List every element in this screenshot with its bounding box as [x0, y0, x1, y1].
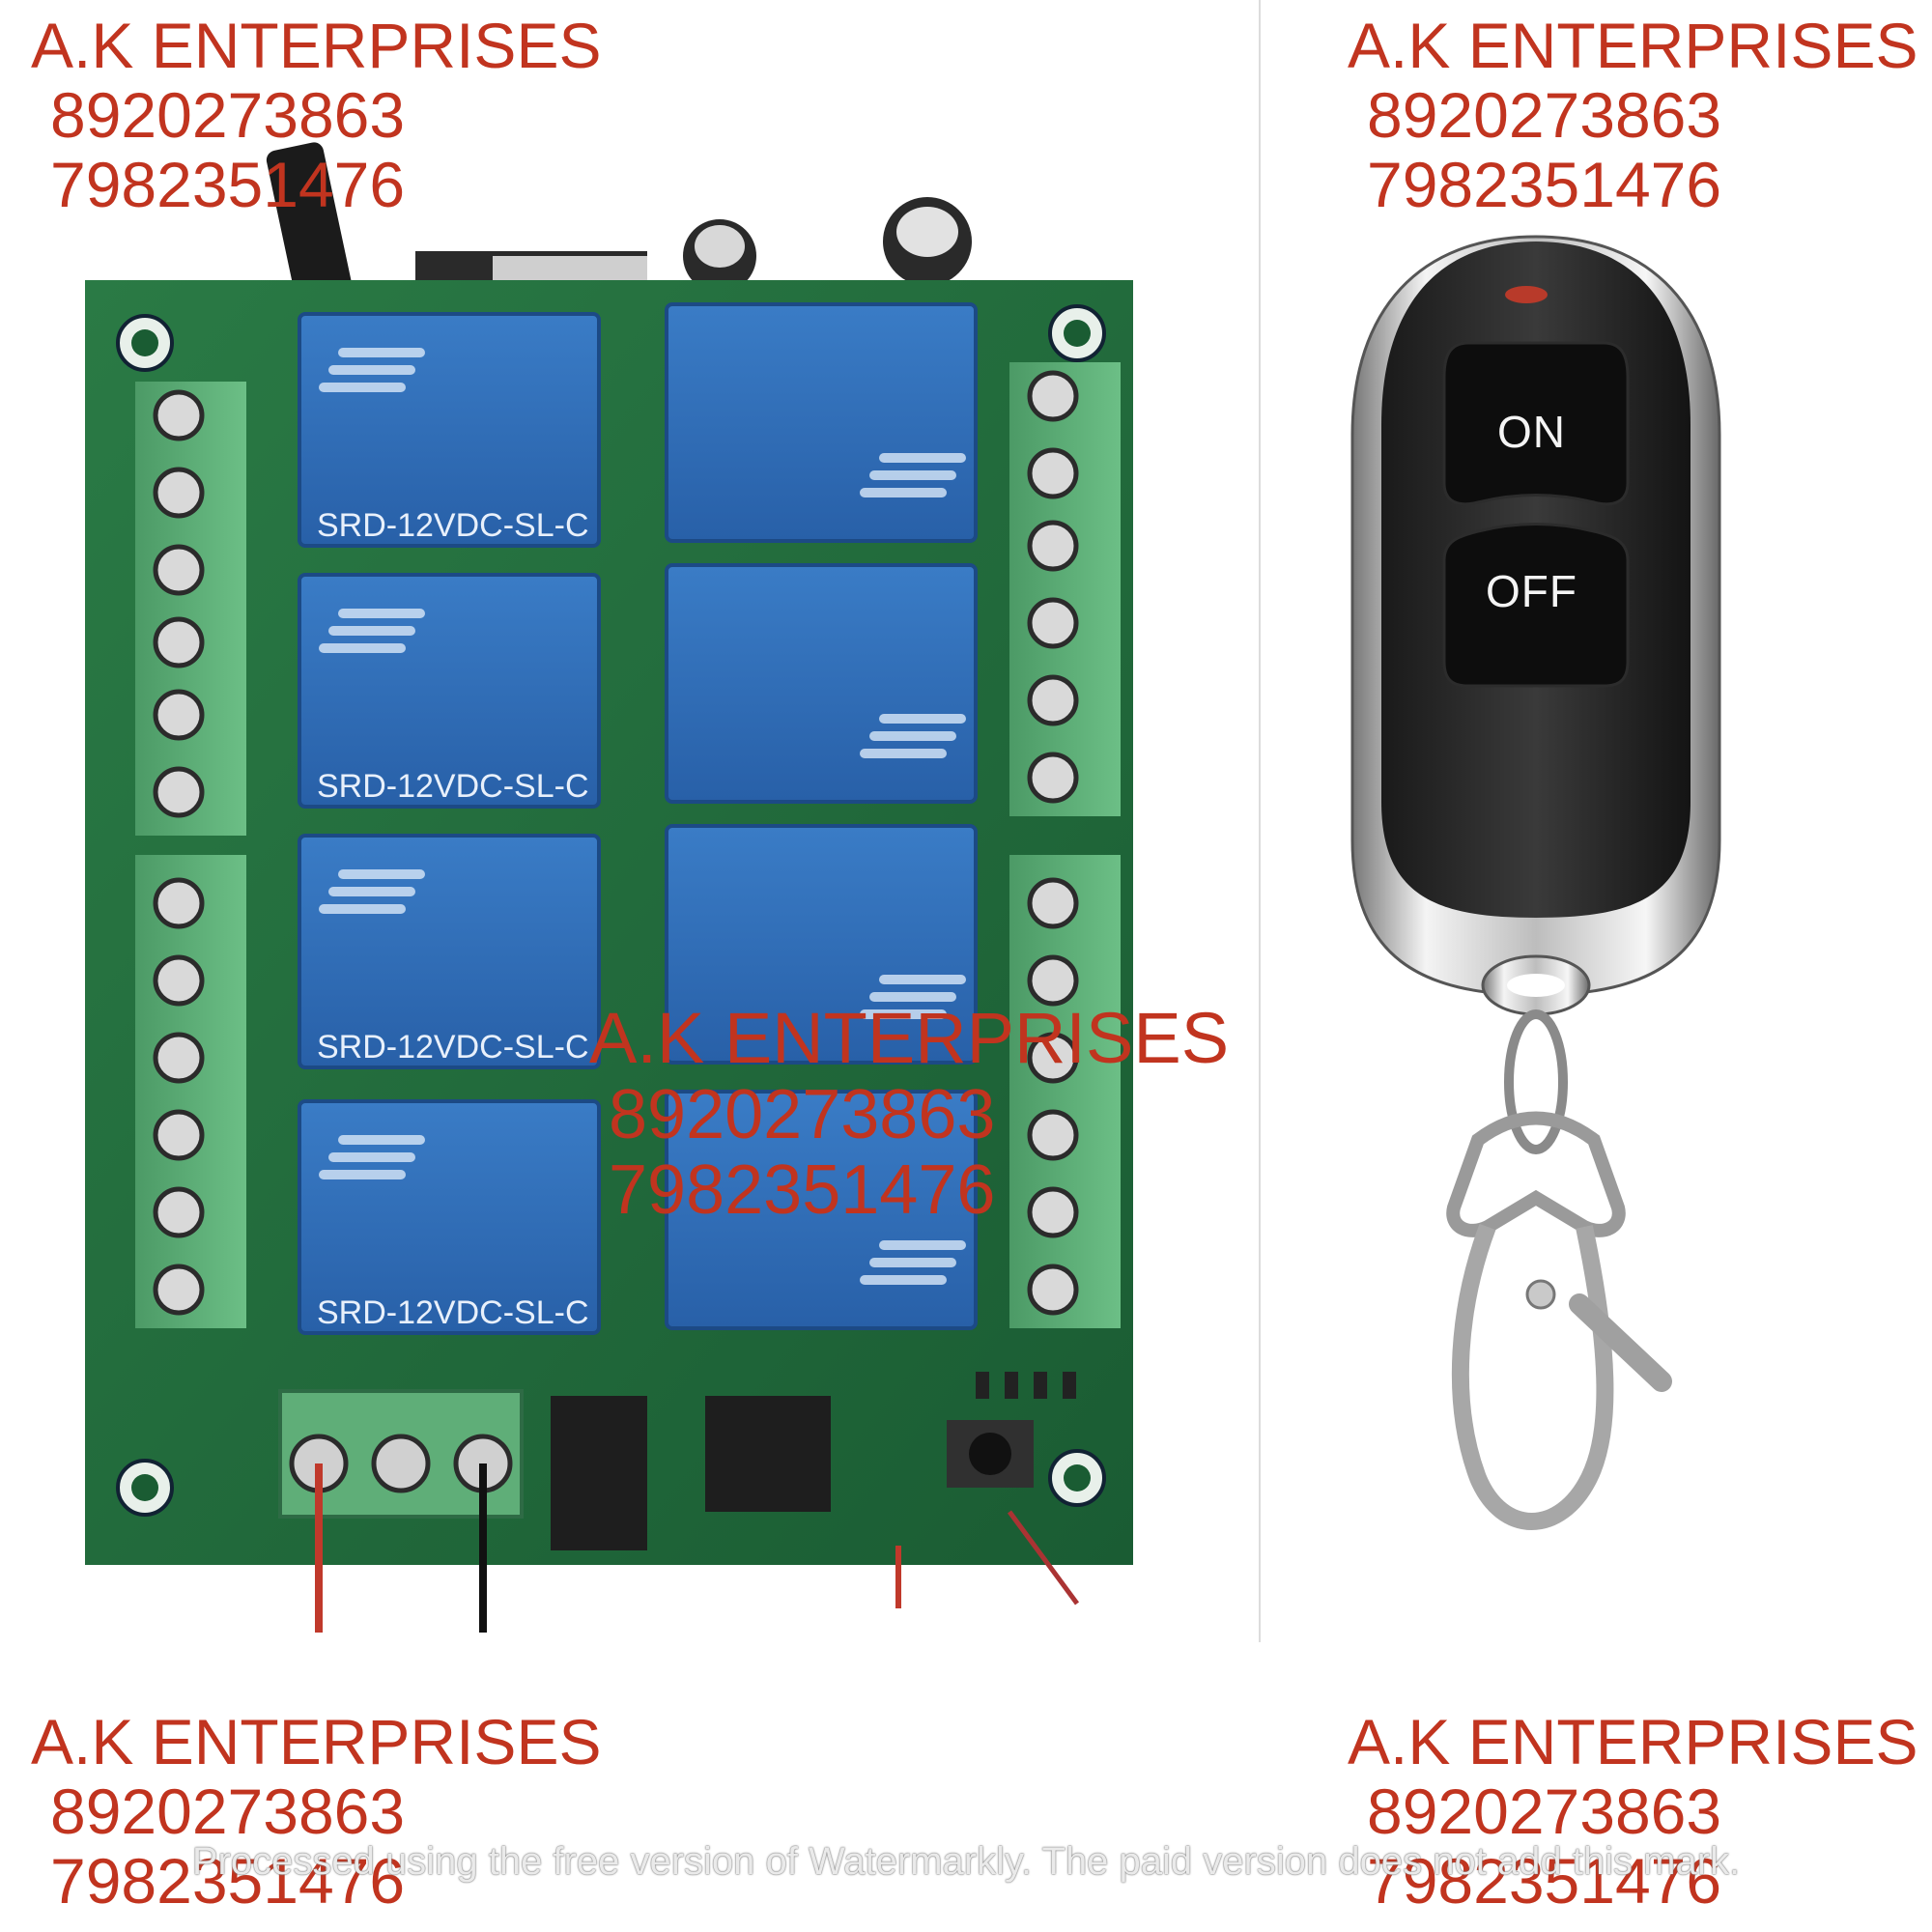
watermark-top-right: A.K ENTERPRISES 8920273863 7982351476 — [1348, 14, 1918, 216]
company-name: A.K ENTERPRISES — [1348, 10, 1918, 81]
phone-number: 8920273863 — [1367, 1776, 1722, 1847]
terminal-block-left-top — [135, 382, 246, 836]
watermark-bottom-left: A.K ENTERPRISES 8920273863 7982351476 — [31, 1710, 602, 1913]
off-button — [1442, 523, 1630, 688]
phone-number: 8920273863 — [50, 1776, 406, 1847]
remote-control-image — [1350, 235, 1721, 1530]
terminal-block-right-top — [1009, 362, 1121, 816]
ic-chip — [551, 1396, 647, 1550]
phone-number: 8920273863 — [50, 79, 406, 151]
phone-number: 7982351476 — [1367, 1845, 1722, 1917]
on-button — [1442, 341, 1630, 506]
phone-number: 7982351476 — [50, 1845, 406, 1917]
company-name: A.K ENTERPRISES — [31, 10, 602, 81]
company-name: A.K ENTERPRISES — [1348, 1706, 1918, 1777]
company-name: A.K ENTERPRISES — [31, 1706, 602, 1777]
antenna — [266, 142, 355, 312]
relay-model-text: SRD-12VDC-SL-C — [317, 507, 589, 544]
phone-number: 7982351476 — [609, 1151, 996, 1229]
svg-text:SRD-12VDC-SL-C: SRD-12VDC-SL-C — [317, 1294, 589, 1331]
off-label: OFF — [1486, 566, 1577, 616]
watermarkly-notice: Processed using the free version of Wate… — [191, 1840, 1741, 1883]
watermark-top-left: A.K ENTERPRISES 8920273863 7982351476 — [31, 14, 602, 216]
phone-number: 7982351476 — [1367, 149, 1722, 220]
ic-chip — [705, 1396, 831, 1512]
relay-board-image: SRD-12VDC-SL-C SRD-12VDC-SL-C SRD-12VDC-… — [85, 142, 1133, 1633]
terminal-block-right-bottom — [1009, 855, 1121, 1328]
terminal-block-left-bottom — [135, 855, 246, 1328]
company-name: A.K ENTERPRISES — [589, 998, 1230, 1078]
watermark-center: A.K ENTERPRISES 8920273863 7982351476 — [589, 998, 1230, 1229]
divider — [1259, 0, 1261, 1642]
svg-text:SRD-12VDC-SL-C: SRD-12VDC-SL-C — [317, 768, 589, 805]
watermark-bottom-right: A.K ENTERPRISES 8920273863 7982351476 — [1348, 1710, 1918, 1913]
phone-number: 8920273863 — [609, 1076, 996, 1153]
svg-text:SRD-12VDC-SL-C: SRD-12VDC-SL-C — [317, 1029, 589, 1065]
on-label: ON — [1497, 407, 1566, 457]
phone-number: 7982351476 — [50, 149, 406, 220]
phone-number: 8920273863 — [1367, 79, 1722, 151]
